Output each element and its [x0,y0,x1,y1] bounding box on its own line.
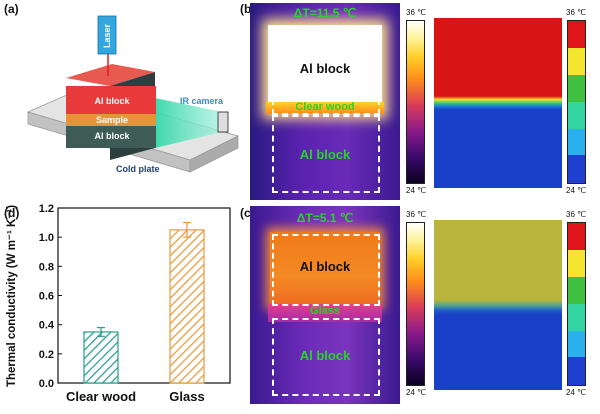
scale-min-c: 24 ℃ [406,388,427,397]
layer-bottom-al [66,126,156,148]
bottom-block-label-c: Al block [299,348,351,363]
glass-layer-c [268,304,382,322]
laser-icon [97,15,117,55]
colorbar-b [406,20,425,184]
bottom-block-label-b: Al block [299,147,351,162]
y-tick-label: 0.0 [39,378,54,390]
delta-t-b: ΔT=11.5 ℃ [293,6,357,20]
x-category-label: Glass [169,389,204,404]
top-block-label-b: Al block [299,61,351,76]
x-category-label: Clear wood [66,389,136,404]
laser-label-wrap: Laser [98,18,116,54]
dashed-outline-bottom-c [272,318,380,396]
sim-scale-min-c: 24 ℃ [566,388,587,397]
scale-max-c: 36 ℃ [406,210,427,219]
ir-camera-icon [217,111,229,133]
panel-label-d: (d) [4,206,20,220]
ir-image-clear-wood: ΔT=11.5 ℃ Al block Clear wood Al block [250,3,400,200]
dashed-outline-top-c [272,234,380,306]
dashed-outline-bottom-b [272,115,380,193]
stack-top-face [66,64,155,86]
simulation-clear-wood [434,18,562,188]
sim-scale-max-c: 36 ℃ [566,210,587,219]
top-block-label-c: Al block [299,259,351,274]
sample-label-b: Clear wood [295,101,355,113]
bar-glass [169,229,205,384]
discrete-colorbar-b [567,20,586,184]
cold-plate-side [189,135,239,173]
stack-layer-bottom-label: Al block [94,131,130,141]
clear-wood-layer-b [266,102,384,114]
sample-label-c: Glass [310,305,340,317]
delta-t-c: ΔT=5.1 ℃ [296,211,354,225]
y-tick-label: 0.2 [39,349,54,361]
ir-image-glass: ΔT=5.1 ℃ Al block Glass Al block [250,206,400,404]
chart-ylabel: Thermal conductivity (W m⁻¹ K⁻¹) [6,205,18,387]
laser-label: Laser [102,23,112,49]
sim-scale-max-b: 36 ℃ [566,8,587,17]
hot-al-block-c [270,232,380,306]
panel-label-a: (a) [4,2,19,16]
stack-layer-sample-label: Sample [95,115,128,125]
setup-schematic [26,15,240,173]
simulation-glass [434,220,562,390]
y-tick-label: 0.6 [39,291,54,303]
sim-scale-min-b: 24 ℃ [566,186,587,195]
scale-min-b: 24 ℃ [406,186,427,195]
y-tick-label: 0.4 [39,320,55,332]
hot-al-block-b [268,25,382,113]
bar-clear-wood [83,331,119,384]
scale-max-b: 36 ℃ [406,8,427,17]
layer-sample [66,114,156,126]
cold-plate-label: Cold plate [116,164,160,174]
y-tick-label: 0.8 [39,261,54,273]
colorbar-c [406,222,425,386]
dashed-outline-top-b [272,28,380,115]
y-tick-label: 1.2 [39,203,54,215]
ir-camera-label: IR camera [180,96,224,106]
layer-top-al [66,86,156,114]
stack-layer-top-label: Al block [94,96,130,106]
ir-beam [155,98,222,148]
discrete-colorbar-c [567,222,586,386]
y-tick-label: 1.0 [39,232,54,244]
